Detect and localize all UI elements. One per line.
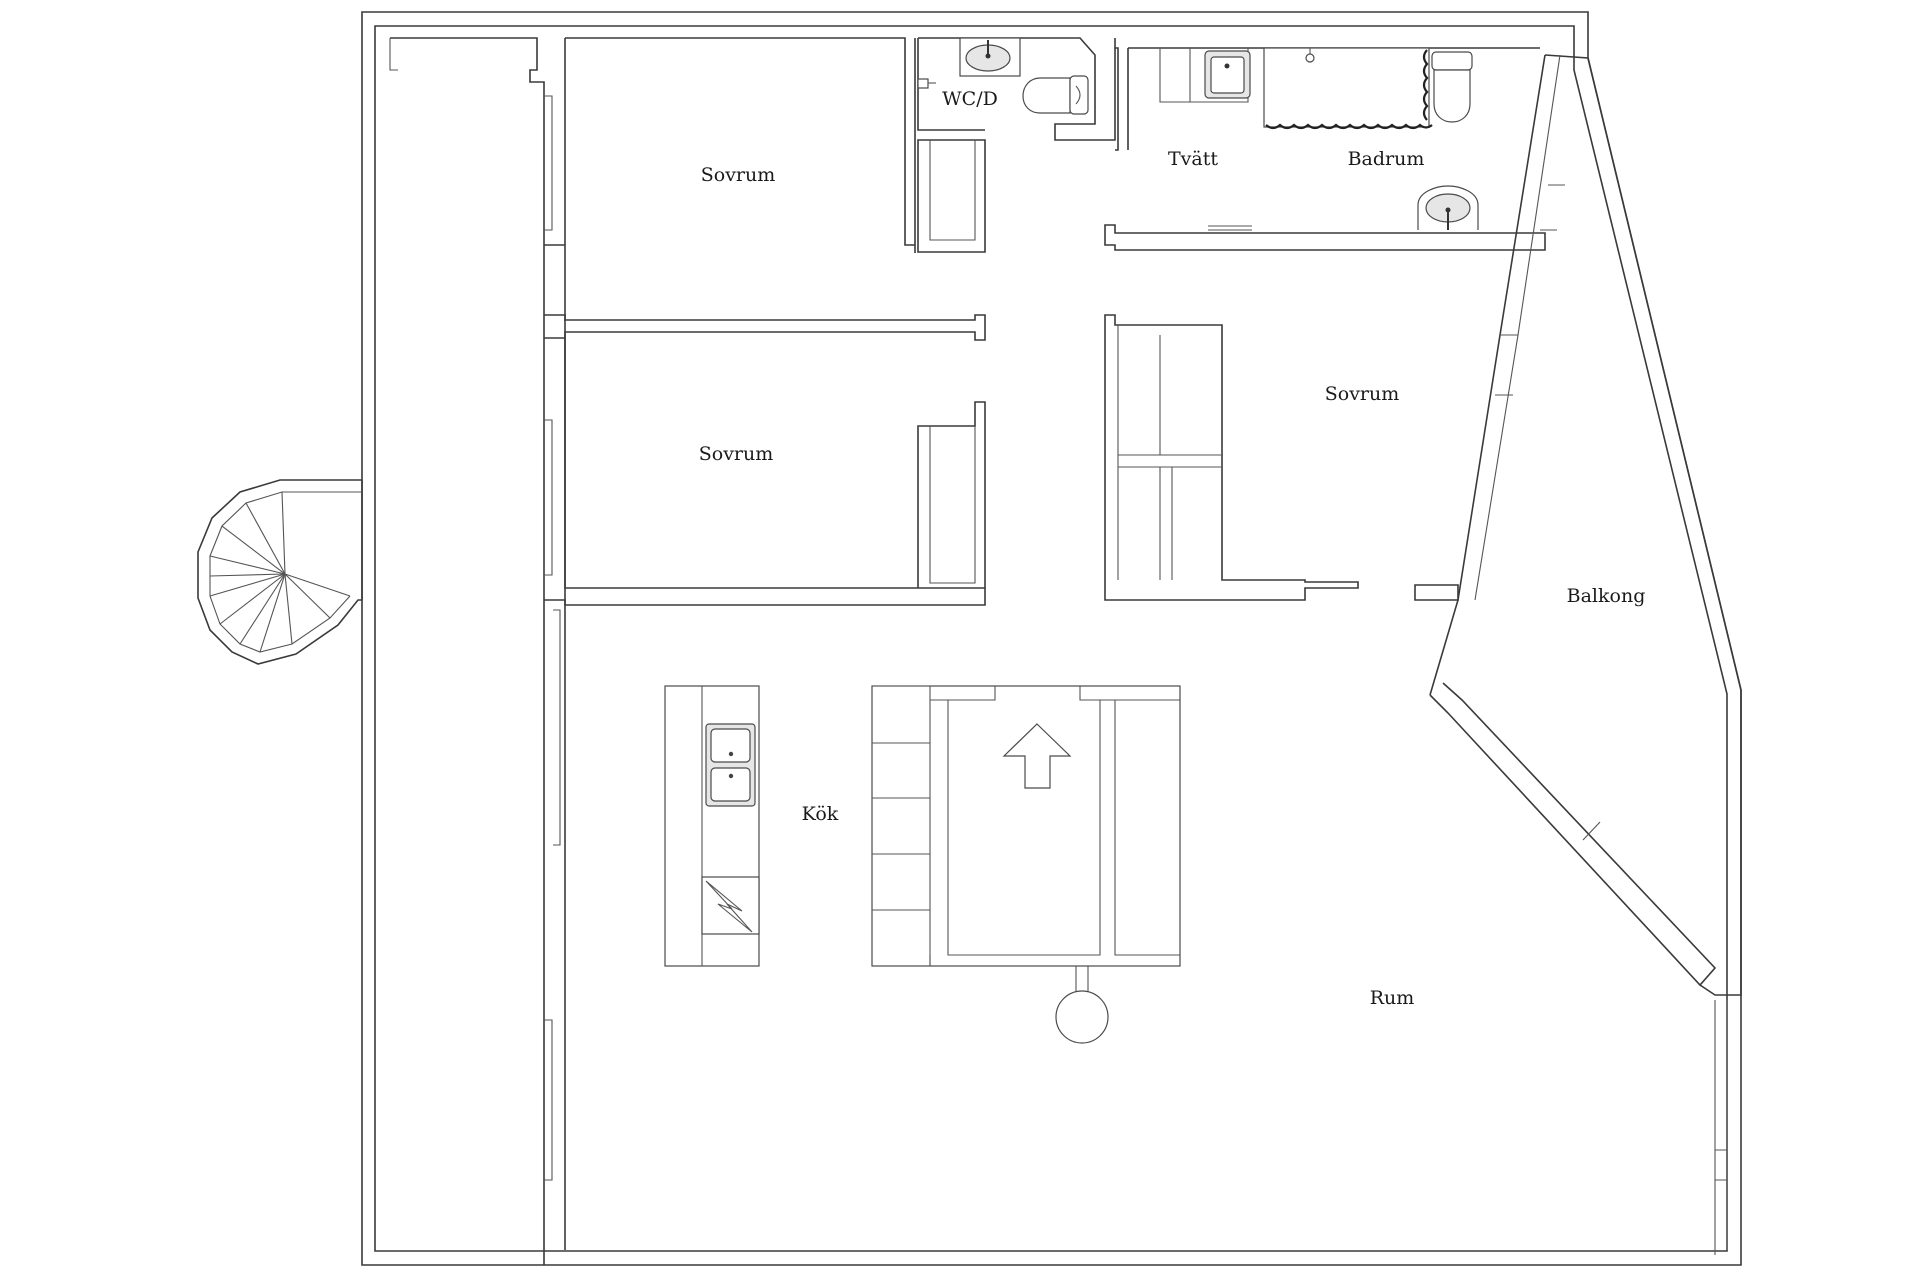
spiral-staircase	[197, 479, 363, 665]
sofa-table-unit	[871, 685, 1181, 1044]
outer-walls	[361, 11, 1742, 1266]
stove-icon	[701, 876, 760, 935]
label-sovrum-1: Sovrum	[701, 164, 776, 186]
kitchen-sink-icon	[705, 723, 756, 807]
label-sovrum-2: Sovrum	[699, 443, 774, 465]
up-arrow-icon	[1002, 723, 1072, 789]
label-badrum: Badrum	[1348, 148, 1425, 170]
stair-treads	[209, 491, 351, 653]
wc-toilet-icon	[1022, 75, 1089, 115]
bathroom-toilet-icon	[1431, 51, 1473, 123]
bedroom-3-walls	[1104, 314, 1459, 601]
pendant-lamp-icon	[1055, 966, 1109, 1044]
bathroom-sink-icon	[1417, 185, 1479, 230]
room-labels: Sovrum WC/D Tvätt Badrum Sovrum Sovrum B…	[699, 88, 1646, 1009]
shower-head-icon	[1305, 48, 1315, 63]
left-corridor	[389, 37, 566, 1265]
label-balkong: Balkong	[1567, 585, 1646, 607]
bedroom-divider-wall	[544, 314, 986, 341]
wc-walls	[917, 37, 1116, 253]
balcony-walls	[1429, 54, 1742, 1255]
bedroom-1-walls	[544, 37, 916, 253]
shower-curtain-icon	[1263, 47, 1433, 130]
kitchen-island	[664, 685, 760, 967]
label-tvatt: Tvätt	[1168, 148, 1218, 170]
wc-faucet-icon	[917, 78, 936, 89]
label-rum: Rum	[1370, 987, 1415, 1009]
bedroom-2-walls	[544, 338, 986, 606]
label-kok: Kök	[802, 803, 839, 825]
wc-sink-icon	[959, 37, 1021, 77]
bath-laundry-walls	[1104, 47, 1546, 251]
laundry-sink-icon	[1204, 50, 1251, 99]
label-sovrum-3: Sovrum	[1325, 383, 1400, 405]
label-wc: WC/D	[942, 88, 998, 110]
